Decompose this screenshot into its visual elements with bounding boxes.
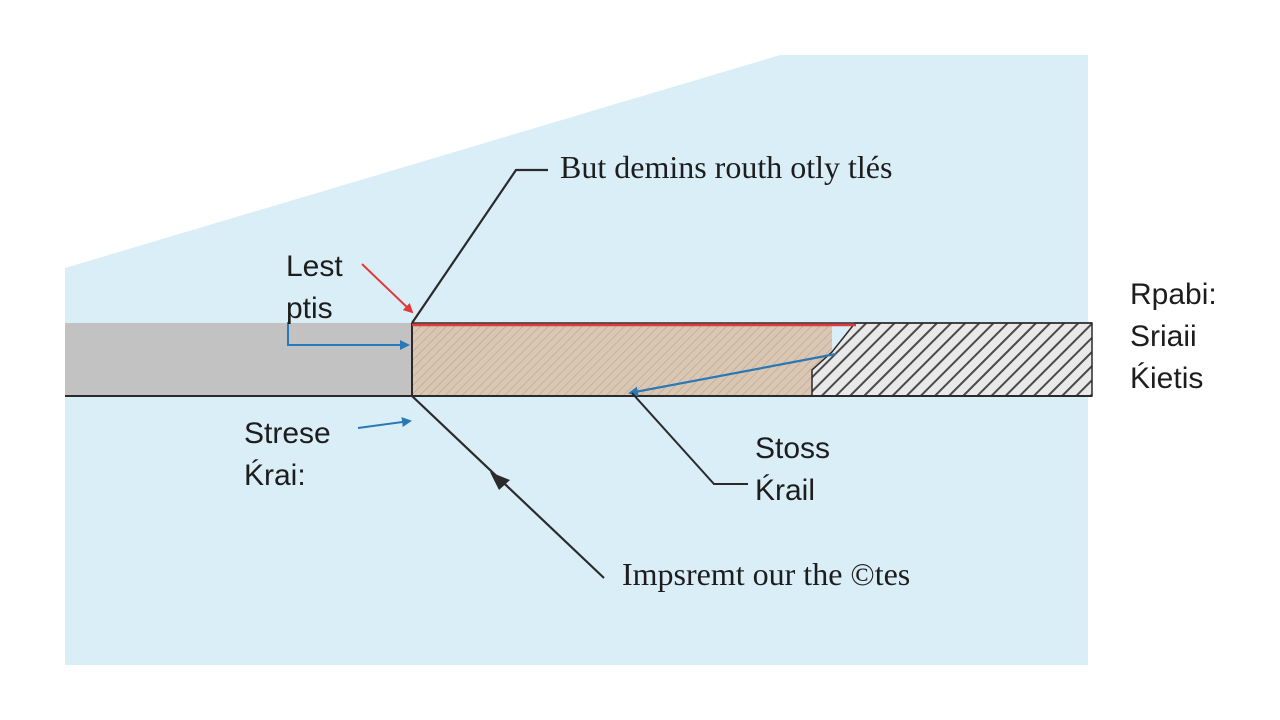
left-block [65, 323, 412, 396]
left-lower-label-line2: Ḱrai: [244, 459, 306, 492]
red-arrow [361, 263, 414, 314]
middle-blue-arrow [628, 352, 837, 397]
left-blue-bracket-arrow [287, 322, 410, 350]
bottom-callout-label: Impsremt our the ©tes [622, 556, 910, 592]
top-callout-label: But demins routh otly tlés [560, 149, 892, 185]
left-lower-label-line1: Strese [244, 417, 331, 450]
left-lower-blue-arrow [357, 417, 412, 429]
right-label-line2: Sriaii [1130, 320, 1197, 353]
middle-lower-label-line2: Ḱrail [755, 474, 815, 507]
right-label-line1: Rpabi: [1130, 278, 1217, 311]
middle-leader-line [631, 392, 748, 485]
top-leader-line [411, 168, 548, 324]
right-label-line3: Ḱietis [1130, 362, 1203, 395]
left-upper-label-line2: ptis [286, 292, 333, 325]
middle-lower-label-line1: Stoss [755, 432, 830, 465]
middle-block [412, 323, 832, 396]
bottom-leader-line [411, 395, 605, 579]
bottom-leader-arrowhead [490, 472, 510, 490]
left-upper-label-line1: Lest [286, 250, 343, 283]
right-block [811, 322, 1093, 397]
